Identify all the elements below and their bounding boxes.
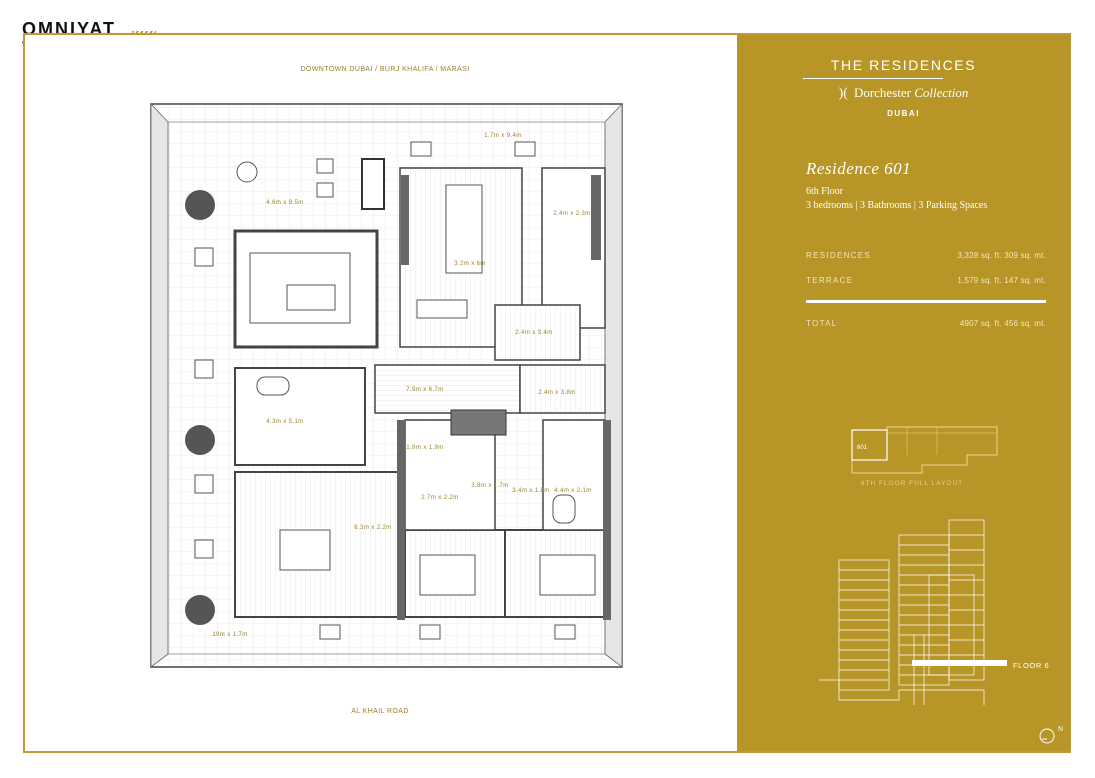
room-dim-bath-3: 4.4m x 2.1m xyxy=(554,488,592,494)
area-label: TOTAL xyxy=(806,319,838,328)
orientation-label-top: DOWNTOWN DUBAI / BURJ KHALIFA / MARASI xyxy=(300,66,470,73)
north-arrow-icon xyxy=(1039,728,1055,744)
area-row-terrace: TERRACE 1,579 sq. ft. 147 sq. mt. xyxy=(806,276,1046,285)
room-dim-wardrobe-2: 3.8m x 1.7m xyxy=(471,483,509,489)
key-plan-caption: 6TH FLOOR FULL LAYOUT xyxy=(860,480,964,487)
area-row-total: TOTAL 4907 sq. ft. 456 sq. mt. xyxy=(806,319,1046,328)
page-frame xyxy=(23,33,1071,753)
area-value: 4907 sq. ft. 456 sq. mt. xyxy=(959,319,1046,328)
info-panel: THE RESIDENCES )( Dorchester Collection D… xyxy=(737,35,1070,751)
room-dim-master-bath: 4.3m x 5.1m xyxy=(266,419,304,425)
room-dim-bath-2: 2.7m x 2.2m xyxy=(421,495,459,501)
master-bath xyxy=(234,367,366,466)
residence-floor: 6th Floor xyxy=(806,186,843,197)
area-value: 1,579 sq. ft. 147 sq. mt. xyxy=(957,276,1046,285)
room-dim-terrace-left: 4.6m x 9.5m xyxy=(266,200,304,206)
brand-city: DUBAI xyxy=(887,109,920,118)
key-plan: 601 xyxy=(851,426,998,474)
floor-plan-drawing xyxy=(150,102,623,668)
area-label: RESIDENCES xyxy=(806,251,872,260)
room-dim-terrace-bottom: 19m x 1.7m xyxy=(212,632,248,638)
floor-label: FLOOR 6 xyxy=(1013,661,1050,670)
room-dim-entry: 2.4m x 3.8m xyxy=(538,390,576,396)
study xyxy=(494,304,581,361)
room-dim-study: 2.4m x 3.4m xyxy=(515,330,553,336)
room-dim-dressing: 6.3m x 2.2m xyxy=(354,525,392,531)
brand-title: THE RESIDENCES xyxy=(830,57,977,73)
area-row-residences: RESIDENCES 3,328 sq. ft. 309 sq. mt. xyxy=(806,251,1046,260)
room-dim-wc: 1.9m x 1.9m xyxy=(406,445,444,451)
bath-2 xyxy=(404,419,496,531)
key-plan-unit: 601 xyxy=(857,445,868,451)
brand-collection-a: Dorchester xyxy=(853,85,911,100)
room-dim-powder: 2.4m x 2.3m xyxy=(553,211,591,217)
lift-core xyxy=(450,409,507,436)
room-dim-kitchen: 3.2m x 6m xyxy=(454,261,486,267)
area-value: 3,328 sq. ft. 309 sq. mt. xyxy=(957,251,1046,260)
total-divider xyxy=(806,300,1046,303)
floor-plan: DOWNTOWN DUBAI / BURJ KHALIFA / MARASI A… xyxy=(25,35,737,751)
orientation-label-bottom: AL KHAIL ROAD xyxy=(351,708,409,715)
compass-n: N xyxy=(1058,726,1064,733)
dorchester-mark-icon: )( xyxy=(838,86,848,101)
room-dim-wardrobe-3: 3.4m x 1.8m xyxy=(512,488,550,494)
room-dim-terrace-top: 1.7m x 9.4m xyxy=(484,133,522,139)
residence-rooms: 3 bedrooms | 3 Bathrooms | 3 Parking Spa… xyxy=(806,200,988,211)
entry xyxy=(519,364,606,414)
brand-divider xyxy=(803,78,943,79)
area-label: TERRACE xyxy=(806,276,854,285)
brand-collection-b: Collection xyxy=(914,85,969,100)
building-elevation xyxy=(819,519,1007,705)
residence-name: Residence 601 xyxy=(806,159,912,178)
room-dim-hall: 7.9m x 6.7m xyxy=(406,387,444,393)
brand-collection: )( Dorchester Collection xyxy=(737,85,1070,102)
